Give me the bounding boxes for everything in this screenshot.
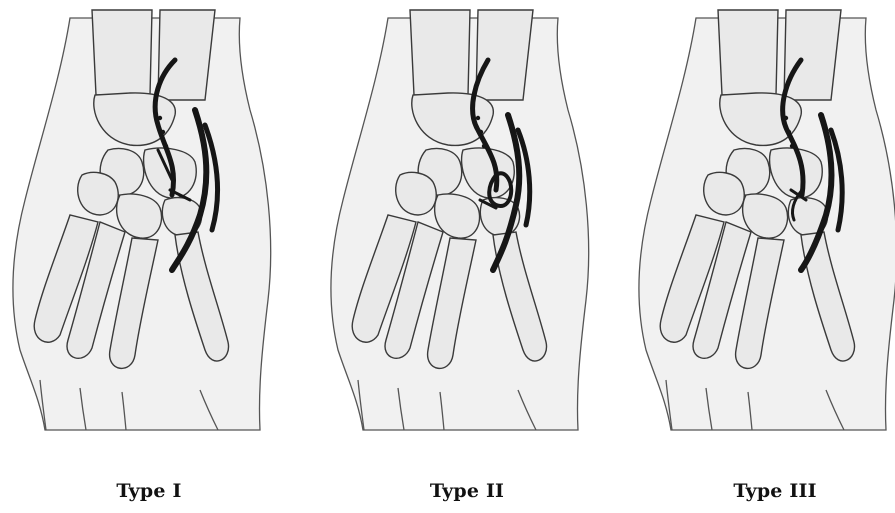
perforator-dot xyxy=(479,130,483,134)
panel-type-iii: Type III xyxy=(626,0,895,513)
radius-bone xyxy=(92,10,152,95)
ulna-bone xyxy=(784,10,841,100)
perforator-dot xyxy=(482,144,486,148)
ulna-bone xyxy=(158,10,215,100)
panel-type-i: Type I xyxy=(0,0,298,513)
ulna-bone xyxy=(476,10,533,100)
perforator-dot xyxy=(158,116,162,120)
perforator-dot xyxy=(161,130,165,134)
perforator-dot xyxy=(787,130,791,134)
perforator-dot xyxy=(790,144,794,148)
perforator-dot xyxy=(784,116,788,120)
hand-illustration-type-ii xyxy=(318,0,616,470)
panel-type-ii: Type II xyxy=(318,0,616,513)
panel-label: Type I xyxy=(0,480,298,502)
perforator-dot xyxy=(476,116,480,120)
panel-label: Type II xyxy=(318,480,616,502)
radius-bone xyxy=(718,10,778,95)
hand-illustration-type-i xyxy=(0,0,298,470)
radius-bone xyxy=(410,10,470,95)
hand-illustration-type-iii xyxy=(626,0,895,470)
panel-label: Type III xyxy=(626,480,895,502)
perforator-dot xyxy=(164,144,168,148)
